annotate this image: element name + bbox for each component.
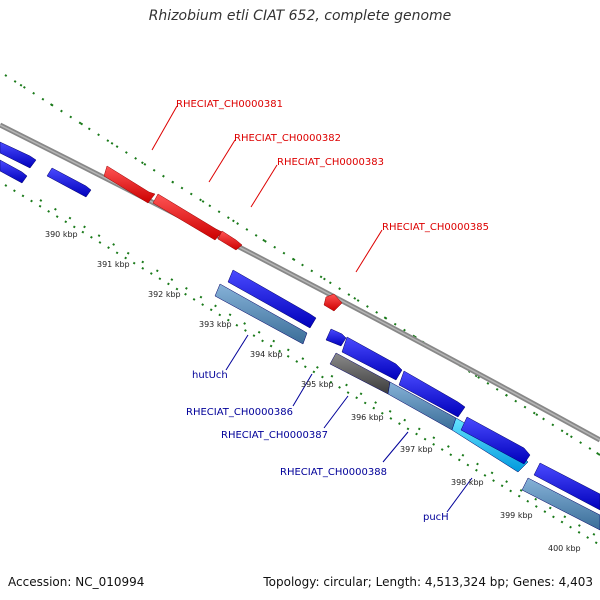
tick-label-397: 397 kbp [400, 445, 433, 454]
label-rheciat-ch0000388[interactable]: RHECIAT_CH0000388 [280, 467, 387, 478]
gene-left-1[interactable] [0, 141, 37, 169]
tick-label-399: 399 kbp [500, 511, 533, 520]
map-title: Rhizobium etli CIAT 652, complete genome [148, 8, 452, 24]
top-leader-lines [151, 105, 383, 273]
tick-label-392: 392 kbp [148, 290, 181, 299]
gene-rheciat-ch0000382[interactable] [152, 193, 223, 241]
genome-backbone [0, 122, 600, 443]
genome-backbone-highlight [0, 124, 600, 441]
label-rheciat-ch0000381[interactable]: RHECIAT_CH0000381 [176, 99, 283, 110]
gene-forward-399[interactable] [460, 416, 531, 465]
tick-label-396: 396 kbp [351, 413, 384, 422]
label-puch[interactable]: pucH [423, 512, 449, 523]
label-rheciat-ch0000387[interactable]: RHECIAT_CH0000387 [221, 430, 328, 441]
tick-label-393: 393 kbp [199, 320, 232, 329]
tick-label-394: 394 kbp [250, 350, 283, 359]
gene-hutuch[interactable] [214, 283, 308, 345]
gene-puch[interactable] [521, 477, 600, 531]
inner-dotted-guide [4, 184, 600, 546]
label-hutuch[interactable]: hutUch [192, 370, 228, 381]
topology-summary: Topology: circular; Length: 4,513,324 bp… [263, 575, 593, 589]
label-rheciat-ch0000382[interactable]: RHECIAT_CH0000382 [234, 133, 341, 144]
cds-features [0, 141, 600, 531]
gene-forward-398[interactable] [398, 370, 466, 418]
tick-label-390: 390 kbp [45, 230, 78, 239]
gene-rheciat-ch0000383[interactable] [217, 230, 243, 251]
gene-left-3[interactable] [46, 167, 92, 198]
label-rheciat-ch0000386[interactable]: RHECIAT_CH0000386 [186, 407, 293, 418]
gene-rheciat-ch0000381[interactable] [103, 165, 156, 204]
gene-forward-396[interactable] [341, 336, 403, 381]
gene-forward-393[interactable] [227, 269, 317, 329]
gene-rheciat-ch0000385[interactable] [323, 293, 343, 312]
gene-left-2[interactable] [0, 159, 28, 184]
outer-dotted-guide [4, 74, 600, 456]
tick-label-400: 400 kbp [548, 544, 581, 553]
tick-label-398: 398 kbp [451, 478, 484, 487]
tick-label-391: 391 kbp [97, 260, 130, 269]
scale-labels: 390 kbp 391 kbp 392 kbp 393 kbp 394 kbp … [45, 230, 581, 553]
accession-text: Accession: NC_010994 [8, 575, 145, 589]
label-rheciat-ch0000385[interactable]: RHECIAT_CH0000385 [382, 222, 489, 233]
gene-forward-400[interactable] [533, 462, 600, 511]
label-rheciat-ch0000383[interactable]: RHECIAT_CH0000383 [277, 157, 384, 168]
red-features [103, 165, 343, 312]
bottom-leader-lines [225, 334, 473, 513]
gene-small-395[interactable] [325, 328, 347, 347]
tick-label-395: 395 kbp [301, 380, 334, 389]
